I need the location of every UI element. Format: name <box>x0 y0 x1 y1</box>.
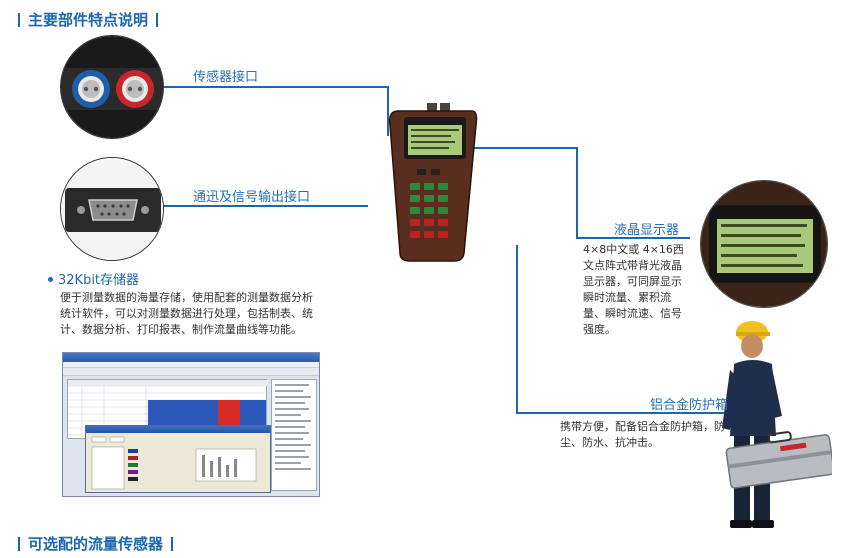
storage-label-text: 32Kbit存储器 <box>58 273 140 288</box>
leader-sensor-port <box>160 86 388 88</box>
leader-case-v <box>516 245 518 413</box>
flowmeter-icon <box>388 103 478 262</box>
analysis-software-screenshot <box>62 352 320 497</box>
title-bar-left <box>18 537 20 551</box>
software-titlebar <box>63 353 319 362</box>
bullet-dot <box>48 277 53 282</box>
leader-sensor-port-drop <box>387 86 389 136</box>
case-label: 铝合金防护箱 <box>650 398 729 413</box>
section-title-text: 可选配的流量传感器 <box>28 535 164 553</box>
section-title-text: 主要部件特点说明 <box>28 11 149 29</box>
leader-comm-port <box>160 205 368 207</box>
section-title-optional-sensors: 可选配的流量传感器 <box>18 533 181 554</box>
software-menubar <box>63 362 319 368</box>
sensor-port-label: 传感器接口 <box>193 70 259 85</box>
storage-label: 32Kbit存储器 <box>48 269 139 288</box>
software-side-panel <box>271 379 317 491</box>
lcd-label: 液晶显示器 <box>614 223 680 238</box>
comm-port-label: 通迅及信号输出接口 <box>193 190 311 205</box>
flowmeter-device <box>380 103 480 263</box>
lcd-photo <box>700 180 828 308</box>
section-title-main-features: 主要部件特点说明 <box>18 9 166 30</box>
leader-lcd-v <box>576 147 578 238</box>
sensor-port-photo <box>60 35 164 139</box>
title-bar-left <box>18 13 20 27</box>
lcd-screen-icon <box>701 181 827 307</box>
leader-case-h <box>516 412 756 414</box>
case-description: 携带方便，配备铝合金防护箱，防尘、防水、抗冲击。 <box>560 420 725 449</box>
title-bar-right <box>156 13 159 27</box>
worker-figure <box>712 318 835 538</box>
software-dialog <box>85 425 271 493</box>
dialog-titlebar <box>86 426 270 433</box>
title-bar-right <box>171 537 174 551</box>
dual-connector-icon <box>61 36 163 138</box>
storage-description: 便于测量数据的海量存储，使用配套的测量数据分析统计软件，可以对测量数据进行处理，… <box>60 291 313 336</box>
leader-lcd-h1 <box>452 147 577 149</box>
worker-with-case-icon <box>722 321 835 528</box>
comm-port-photo <box>60 157 164 261</box>
lcd-description: 4×8中文或 4×16西文点阵式带背光液晶显示器，可同屏显示瞬时流量、累积流量、… <box>583 243 684 336</box>
leader-lcd-h2 <box>576 237 690 239</box>
db9-port-icon <box>61 158 163 260</box>
software-toolbar <box>63 368 319 376</box>
